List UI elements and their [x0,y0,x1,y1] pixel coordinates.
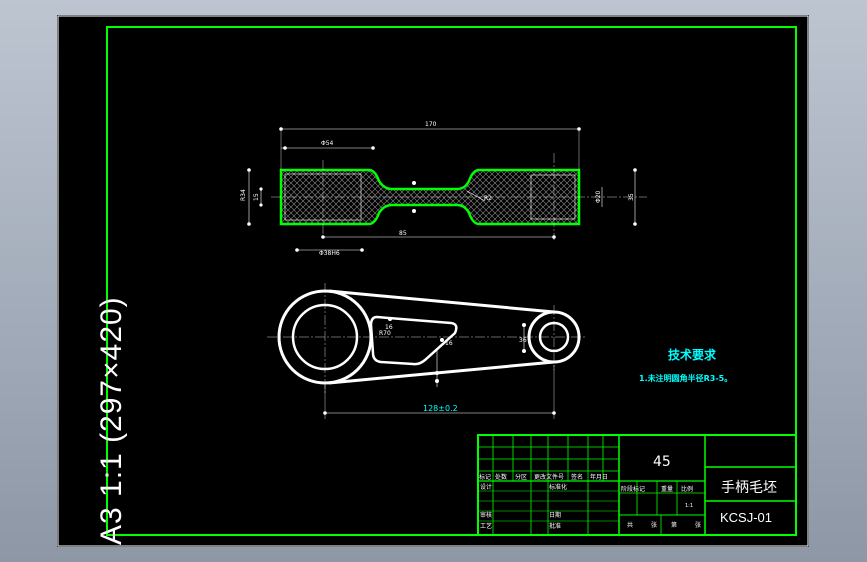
tech-req-title: 技术要求 [668,347,717,362]
sheet-label-2: 第 [671,521,677,529]
section-outline [279,168,581,226]
dim-length-mid: 85 [399,230,407,237]
material-text: 45 [653,454,671,470]
title-block [477,434,797,536]
left-row-2: 工艺 [480,522,492,530]
dim-left-height-1: R34 [240,189,247,201]
mid-row-2: 批准 [549,522,561,530]
dim-right-height-1: Φ20 [595,190,602,203]
dim-link-width: 36 [519,337,527,344]
section-view: 170 Φ54 Φ38H6 85 R34 15 Φ20 35 R2 [240,121,647,257]
mid-row-0: 标准化 [549,483,567,491]
drawing-sheet: 170 Φ54 Φ38H6 85 R34 15 Φ20 35 R2 [57,15,809,547]
dim-left-height-2: 15 [253,193,260,201]
scale-text: 1:1 [685,503,693,509]
dim-center-distance: 128±0.2 [423,404,458,413]
header-label-1: 处数 [495,473,507,481]
header-label-5: 年月日 [590,473,608,481]
header-label-3: 更改文件号 [534,473,564,481]
left-row-0: 设计 [480,483,492,491]
dim-dia-left-bottom: Φ38H6 [319,250,340,257]
sheet-label-0: 共 [627,521,633,529]
stage-label-1: 重量 [661,485,673,493]
header-label-2: 分区 [515,473,527,481]
dim-slot-r: R70 [379,330,391,337]
stage-label-0: 阶段标记 [621,485,645,493]
title-block-text: 45 手柄毛坯 KCSJ-01 1:1 标记 处数 分区 更改文件号 签名 年月… [479,454,777,530]
dim-dia-left: Φ54 [321,140,334,147]
header-label-4: 签名 [571,473,583,481]
sheet-format-label: A3 1:1 (297×420) [95,296,128,545]
plan-view: 128±0.2 R70 16 16 36 [267,283,587,419]
dim-right-height-2: 35 [628,193,635,201]
outer-frame [57,15,809,547]
sheet-label-1: 张 [651,521,657,529]
dim-overall-length: 170 [425,121,437,128]
tech-req-note: 1.未注明圆角半径R3-5。 [639,373,732,383]
drawing-no-text: KCSJ-01 [720,510,772,525]
dim-slope: R2 [484,195,492,202]
dim-slot-b: 16 [445,340,453,347]
dim-slot-a: 16 [385,324,393,331]
inner-frame [106,26,797,536]
cad-drawing: 170 Φ54 Φ38H6 85 R34 15 Φ20 35 R2 [57,15,809,547]
header-label-0: 标记 [479,473,491,481]
left-row-1: 审核 [480,511,492,519]
part-name-text: 手柄毛坯 [721,480,777,496]
mid-row-date: 日期 [549,511,561,519]
stage-label-2: 比例 [681,485,693,493]
sheet-label-3: 张 [695,521,701,529]
